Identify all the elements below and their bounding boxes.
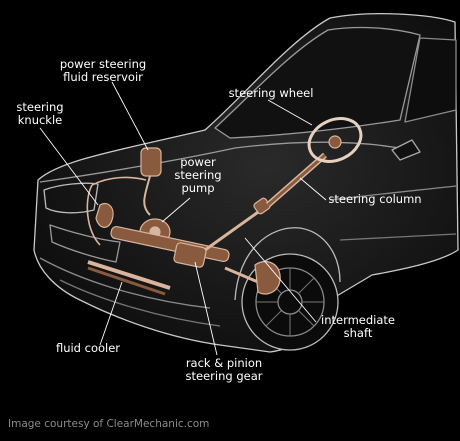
fluid-reservoir-part [140,147,162,177]
image-credit: Image courtesy of ClearMechanic.com [8,418,210,430]
label-rack-pinion-steering-gear: rack & pinion steering gear [185,356,263,383]
steering-wheel-part [307,117,363,163]
label-power-steering-fluid-reservoir: power steering fluid reservoir [59,57,147,84]
label-intermediate-shaft: intermediate shaft [321,313,395,340]
label-fluid-cooler: fluid cooler [55,341,121,355]
label-power-steering-pump: power steering pump [174,155,222,195]
label-steering-knuckle: steering knuckle [16,100,64,127]
right-knuckle-part [254,261,281,295]
fluid-cooler-part [87,260,171,290]
leader-lines [39,81,327,356]
steering-knuckle-part [95,202,114,228]
car-body-icon [33,13,459,353]
label-steering-wheel: steering wheel [228,86,314,100]
steering-parts [86,117,363,296]
label-steering-column: steering column [328,192,422,206]
